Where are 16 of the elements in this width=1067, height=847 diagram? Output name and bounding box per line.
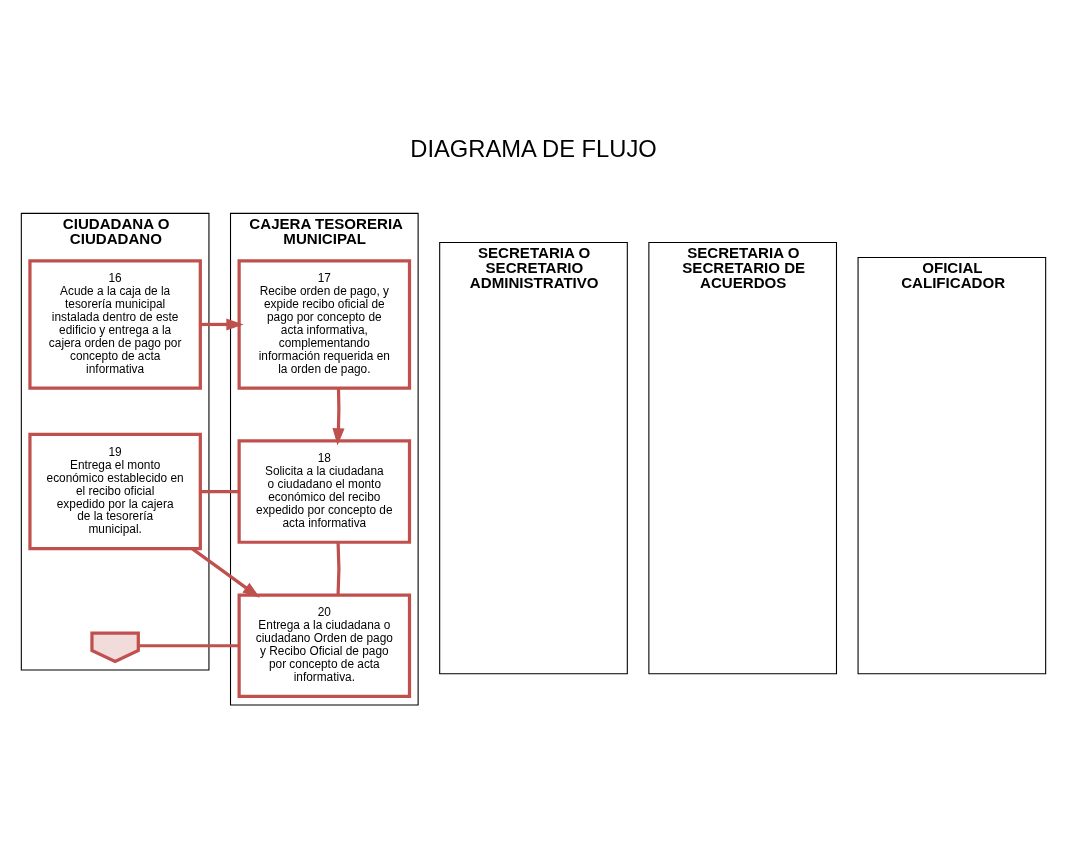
arrow	[200, 318, 244, 331]
connector	[336, 542, 341, 595]
connector	[200, 489, 239, 494]
connector	[138, 644, 239, 648]
arrow	[191, 547, 260, 598]
diagram-title: DIAGRAMA DE FLUJO	[410, 135, 657, 162]
node-pentagon	[90, 631, 140, 664]
node-box: SECRETARIA O SECRETARIO DE ACUERDOS	[648, 241, 838, 675]
arrow	[332, 388, 345, 446]
node-box: 19 Entrega el monto económico establecido en el recibo oficial expedido por la cajera de la tesorería municipal.	[28, 432, 202, 551]
node-box: SECRETARIA O SECRETARIO ADMINISTRATIVO	[439, 241, 628, 675]
node-box: 18 Solicita a la ciudadana o ciudadano el monto económico del recibo expedido por concepto de acta informativa	[237, 439, 412, 544]
node-box: 17 Recibe orden de pago, y expide recibo oficial de pago por concepto de acta informativa, complementando información requerida en la orden de pago.	[237, 259, 412, 390]
node-box: 16 Acude a la caja de la tesorería municipal instalada dentro de este edificio y entrega a la cajera orden de pago por concepto de acta informativa	[28, 259, 202, 390]
node-box: OFICIAL CALIFICADOR	[857, 257, 1047, 675]
node-box: 20 Entrega a la ciudadana o ciudadano Orden de pago y Recibo Oficial de pago por concepto de acta informativa.	[237, 593, 412, 699]
